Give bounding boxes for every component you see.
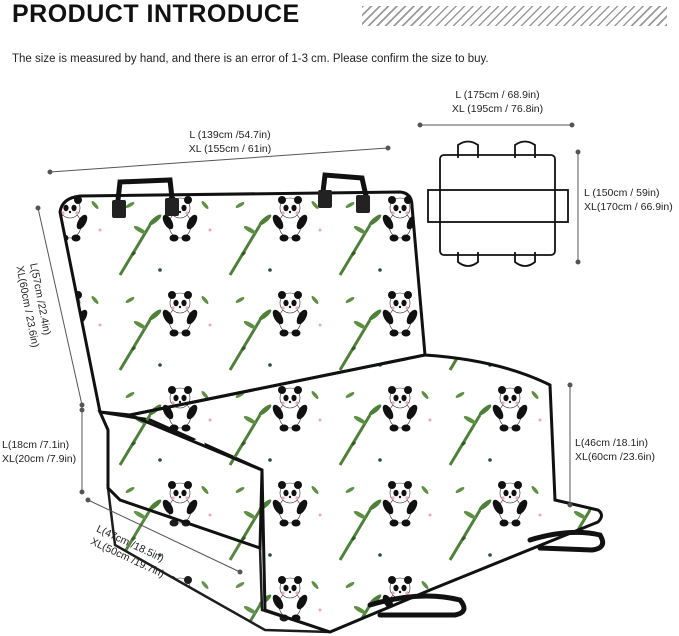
flat-length-label: L (150cm / 59in) XL(170cm / 66.9in): [584, 186, 673, 214]
back-width-label: L (139cm /54.7in) XL (155cm / 61in): [145, 128, 315, 156]
flat-layout-diagram: [427, 140, 569, 267]
side-flap-l: L(18cm /7.1in): [2, 439, 70, 451]
page-title: PRODUCT INTRODUCE: [12, 0, 300, 28]
flat-width-l: L (175cm / 68.9in): [455, 89, 540, 101]
seat-cover-bottom: [124, 353, 603, 634]
dimension-lines: [35, 122, 581, 575]
flat-width-xl: XL (195cm / 76.8in): [451, 103, 544, 115]
seat-anchor-straps: [367, 529, 606, 618]
decorative-stripes: [362, 6, 667, 26]
side-flap-label: L(18cm /7.1in) XL(20cm /7.9in): [2, 438, 76, 466]
side-flap-xl: XL(20cm /7.9in): [2, 453, 77, 465]
flat-length-l: L (150cm / 59in): [584, 187, 660, 199]
headrest-straps: [115, 172, 369, 203]
flat-length-xl: XL(170cm / 66.9in): [584, 201, 673, 213]
seat-depth-xl: XL(60cm /23.6in): [575, 451, 655, 463]
front-flap: [106, 484, 331, 634]
back-width-xl: XL (155cm / 61in): [188, 143, 272, 155]
measurement-note: The size is measured by hand, and there …: [12, 53, 489, 65]
seat-depth-l: L(46cm /18.1in): [575, 437, 648, 449]
seat-cover-backrest: [58, 190, 427, 417]
seat-depth-label: L(46cm /18.1in) XL(60cm /23.6in): [575, 436, 655, 464]
back-width-l: L (139cm /54.7in): [189, 129, 271, 141]
flat-width-label: L (175cm / 68.9in) XL (195cm / 76.8in): [420, 88, 575, 116]
